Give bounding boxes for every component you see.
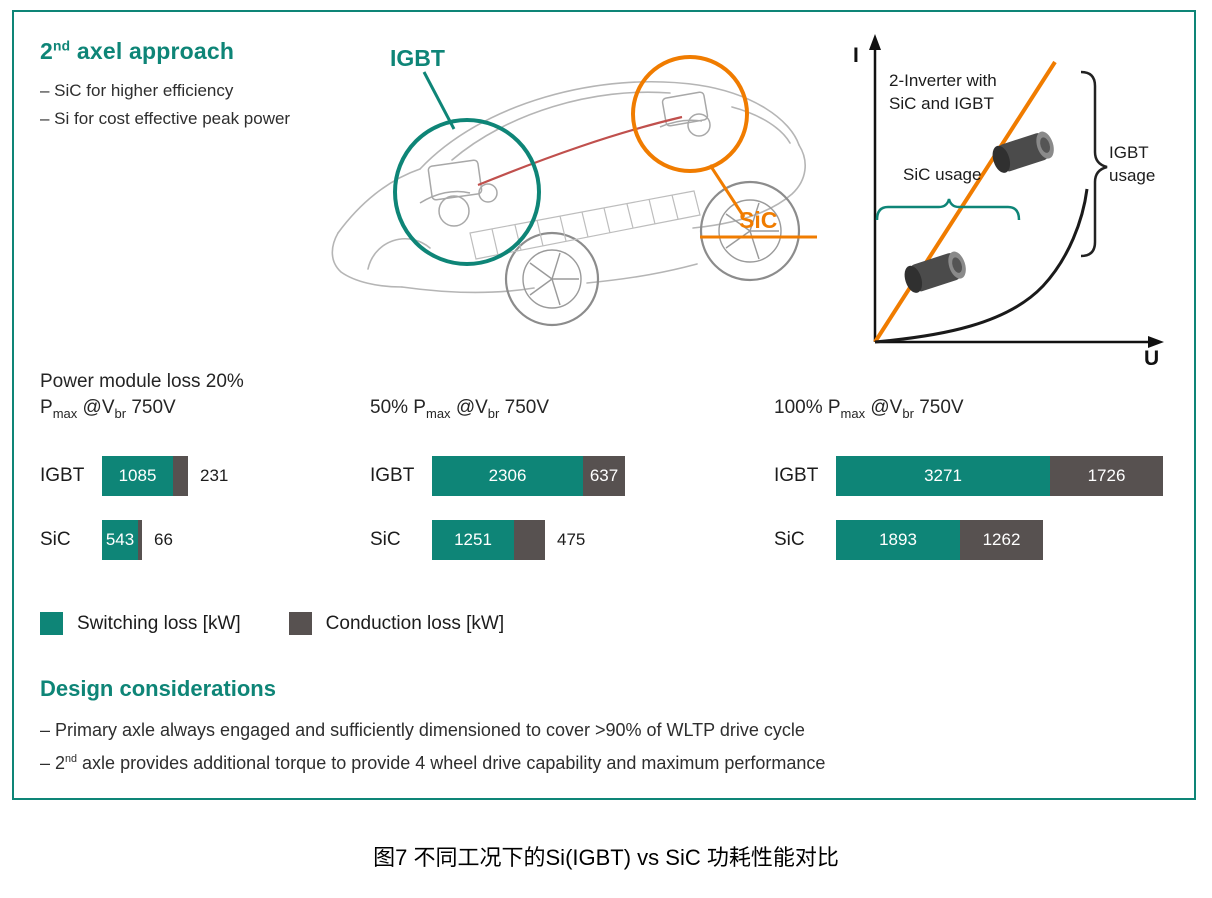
conduction-loss-segment: 1262: [960, 520, 1043, 560]
approach-title-num: 2: [40, 38, 53, 64]
stacked-bar: 1251: [432, 520, 545, 560]
x-axis-arrow: [1148, 336, 1164, 348]
design-bullets: – Primary axle always engaged and suffic…: [40, 714, 1160, 781]
x-axis-label: U: [1144, 347, 1159, 370]
wheels-sketch: [504, 180, 801, 327]
iu-graph-svg: I U SiC usage: [853, 34, 1164, 370]
igbt-characteristic-curve: [874, 188, 1089, 344]
bar-row-label: SiC: [370, 529, 401, 550]
conduction-loss-swatch: [288, 612, 312, 635]
sic-connector-line: [708, 164, 746, 218]
wheel-rims-sketch: [522, 199, 782, 309]
switching-loss-segment: 1251: [432, 520, 514, 560]
approach-title-sup: nd: [53, 38, 71, 54]
switching-loss-segment: 1893: [836, 520, 960, 560]
conduction-loss-segment: 637: [583, 456, 625, 496]
front-drivetrain-sketch: [419, 159, 498, 227]
switching-loss-segment: 543: [102, 520, 138, 560]
approach-title: 2nd axel approach: [40, 38, 340, 65]
design-bullet: – Primary axle always engaged and suffic…: [40, 720, 805, 740]
bar-row-sic: SiC 543 66: [40, 520, 244, 560]
legend-item-conduction: Conduction loss [kW]: [288, 612, 505, 635]
car-illustration: IGBT SiC: [302, 17, 832, 352]
approach-bullets: – SiC for higher efficiency – Si for cos…: [40, 77, 340, 133]
hv-cable-sketch: [477, 115, 683, 187]
legend-label: Conduction loss [kW]: [325, 612, 505, 634]
design-bullet: – 2nd axle provides additional torque to…: [40, 747, 1160, 780]
approach-bullet: – SiC for higher efficiency: [40, 81, 234, 100]
switching-loss-segment: 1085: [102, 456, 173, 496]
switching-loss-segment: 3271: [836, 456, 1050, 496]
battery-sketch: [469, 190, 701, 260]
car-sketch: [331, 55, 817, 327]
stacked-bar: 1085: [102, 456, 188, 496]
bar-row-sic: SiC 1251 475: [370, 520, 625, 560]
sic-usage-label: SiC usage: [903, 165, 981, 184]
iu-graph: I U SiC usage: [847, 24, 1182, 374]
sic-characteristic-line: [873, 60, 1057, 344]
bar-row-label: SiC: [40, 529, 71, 550]
igbt-label: IGBT: [390, 45, 445, 71]
bar-row-label: IGBT: [40, 465, 85, 486]
igbt-usage-label: IGBT usage: [1109, 143, 1156, 185]
conduction-loss-segment: [138, 520, 142, 560]
sic-usage-brace: [875, 198, 1021, 221]
chart-group-title: 50% Pmax @Vbr 750V: [370, 396, 550, 421]
sic-label: SiC: [739, 207, 778, 233]
design-title: Design considerations: [40, 676, 276, 701]
bar-row-label: IGBT: [774, 465, 819, 486]
bar-row-label: IGBT: [370, 465, 415, 486]
power-module-icon: [904, 251, 966, 293]
chart-group-title: 100% Pmax @Vbr 750V: [774, 396, 964, 421]
figure-frame: 2nd axel approach – SiC for higher effic…: [12, 10, 1196, 800]
y-axis-arrow: [869, 34, 881, 50]
legend-label: Switching loss [kW]: [77, 612, 241, 634]
chart-group-title: Power module loss 20%Pmax @Vbr 750V: [40, 371, 244, 421]
stacked-bar: 543: [102, 520, 142, 560]
car-body-sketch: [331, 80, 806, 294]
switching-loss-segment: 2306: [432, 456, 583, 496]
power-module-icon: [992, 131, 1054, 173]
conduction-loss-value: 475: [557, 530, 586, 549]
rear-drivetrain-sketch: [659, 91, 711, 137]
conduction-loss-segment: [173, 456, 188, 496]
sic-circle-annotation: [631, 55, 749, 173]
design-considerations: Design considerations – Primary axle alw…: [40, 676, 1160, 781]
conduction-loss-segment: [514, 520, 545, 560]
chart-legend: Switching loss [kW] Conduction loss [kW]: [40, 612, 504, 635]
figure-caption: 图7 不同工况下的Si(IGBT) vs SiC 功耗性能对比: [373, 845, 839, 870]
approach-block: 2nd axel approach – SiC for higher effic…: [40, 38, 340, 133]
conduction-loss-value: 66: [154, 530, 173, 549]
switching-loss-swatch: [40, 612, 63, 635]
loss-chart-group: Power module loss 20%Pmax @Vbr 750V IGBT 1…: [40, 364, 244, 584]
approach-title-text: axel approach: [70, 38, 235, 64]
y-axis-label: I: [853, 44, 859, 67]
inverter-annotation: 2-Inverter with SiC and IGBT: [889, 71, 997, 113]
design-bullet-pre: – 2: [40, 753, 66, 774]
bar-row-label: SiC: [774, 529, 805, 550]
igbt-circle-annotation: [393, 118, 541, 266]
bar-row-igbt: IGBT 1085 231: [40, 456, 244, 496]
conduction-loss-value: 231: [200, 466, 229, 485]
conduction-loss-segment: 1726: [1050, 456, 1163, 496]
igbt-connector-line: [422, 71, 456, 130]
legend-item-switching: Switching loss [kW]: [40, 612, 241, 635]
approach-bullet: – Si for cost effective peak power: [40, 109, 291, 129]
design-bullet-sup: nd: [65, 753, 78, 766]
igbt-usage-brace: [1080, 70, 1108, 258]
design-bullet-post: axle provides additional torque to provi…: [77, 753, 826, 774]
